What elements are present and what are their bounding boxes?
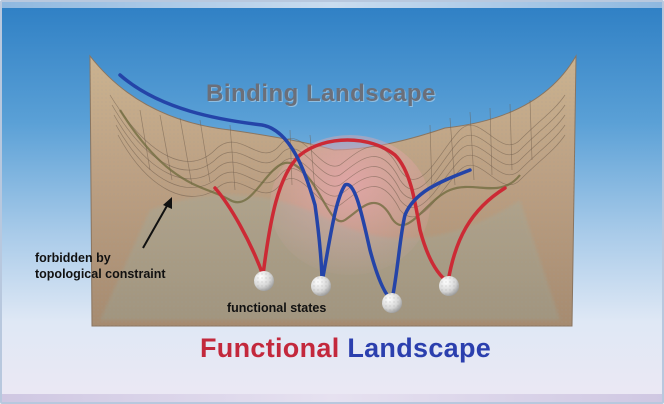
binding-landscape-title: Binding Landscape bbox=[206, 80, 436, 107]
blue-path bbox=[118, 73, 472, 304]
functional-title-word2: Landscape bbox=[347, 333, 492, 363]
functional-state-balls bbox=[254, 271, 459, 313]
forbidden-arrow bbox=[142, 197, 172, 249]
binding-landscape-mesh bbox=[109, 94, 566, 218]
functional-states-label: functional states bbox=[227, 301, 327, 315]
forbidden-label-line2: topological constraint bbox=[35, 267, 166, 281]
functional-title-word1: Functional bbox=[200, 333, 340, 363]
forbidden-label: forbidden by topological constraint bbox=[35, 250, 245, 282]
forbidden-label-line1: forbidden by bbox=[35, 251, 111, 265]
functional-landscape-title: Functional Landscape bbox=[200, 333, 520, 364]
